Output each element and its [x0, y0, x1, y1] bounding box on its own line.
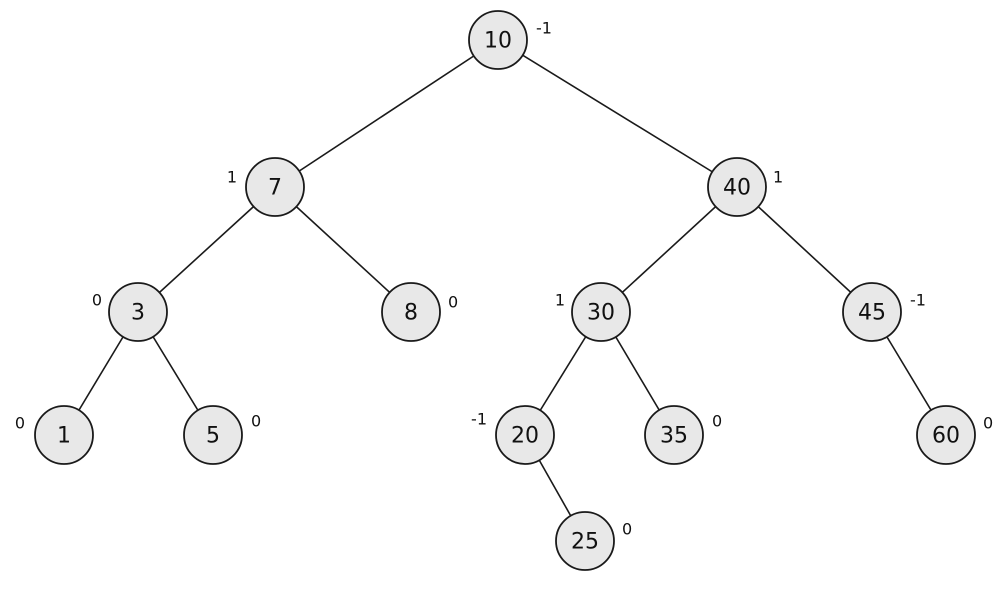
node-circle	[555, 511, 615, 571]
node-value: 3	[131, 301, 145, 326]
node-circle	[183, 405, 243, 465]
edge-n40-n30	[600, 186, 738, 313]
balance-factor-label: 0	[622, 520, 632, 539]
balance-factor-label: -1	[910, 291, 926, 310]
tree-node-25: 25 0	[555, 511, 632, 571]
tree-node-35: 35 0	[644, 405, 722, 465]
node-value: 20	[511, 424, 539, 449]
node-value: 10	[484, 29, 512, 54]
edge-n7-n8	[274, 186, 412, 313]
node-circle	[571, 282, 631, 342]
node-value: 7	[268, 176, 282, 201]
edge-n7-n3	[137, 186, 276, 313]
node-circle	[34, 405, 94, 465]
node-circle	[468, 10, 528, 70]
tree-node-40: 40 1	[707, 157, 783, 217]
node-value: 30	[587, 301, 615, 326]
balance-factor-label: 0	[251, 412, 261, 431]
balance-factor-label: -1	[536, 19, 552, 38]
balance-factor-label: 0	[15, 414, 25, 433]
node-circle	[245, 157, 305, 217]
tree-node-1: 10	[15, 405, 94, 465]
balance-factor-label: -1	[471, 410, 487, 429]
tree-node-7: 71	[227, 157, 305, 217]
balance-factor-label: 1	[227, 168, 237, 187]
tree-edges	[63, 39, 947, 542]
node-value: 60	[932, 424, 960, 449]
node-circle	[916, 405, 976, 465]
node-circle	[108, 282, 168, 342]
tree-node-10: 10 -1	[468, 10, 552, 70]
node-circle	[644, 405, 704, 465]
tree-node-20: 20 -1	[471, 405, 555, 465]
balance-factor-label: 1	[773, 168, 783, 187]
node-value: 35	[660, 424, 688, 449]
tree-node-30: 30 1	[555, 282, 631, 342]
balance-factor-label: 0	[983, 414, 993, 433]
node-circle	[495, 405, 555, 465]
node-value: 8	[404, 301, 418, 326]
balance-factor-label: 0	[92, 291, 102, 310]
tree-node-45: 45 -1	[842, 282, 926, 342]
balance-factor-label: 1	[555, 291, 565, 310]
balance-factor-label: 0	[448, 293, 458, 312]
edge-n10-n40	[497, 39, 738, 188]
edge-n40-n45	[736, 186, 873, 313]
balance-factor-label: 0	[712, 412, 722, 431]
node-circle	[707, 157, 767, 217]
tree-node-3: 30	[92, 282, 168, 342]
node-value: 25	[571, 530, 599, 555]
node-value: 45	[858, 301, 886, 326]
edge-n10-n7	[274, 39, 499, 188]
tree-node-5: 50	[183, 405, 261, 465]
node-circle	[842, 282, 902, 342]
tree-node-60: 60 0	[916, 405, 993, 465]
node-value: 1	[57, 424, 71, 449]
node-circle	[381, 282, 441, 342]
node-value: 5	[206, 424, 220, 449]
node-value: 40	[723, 176, 751, 201]
